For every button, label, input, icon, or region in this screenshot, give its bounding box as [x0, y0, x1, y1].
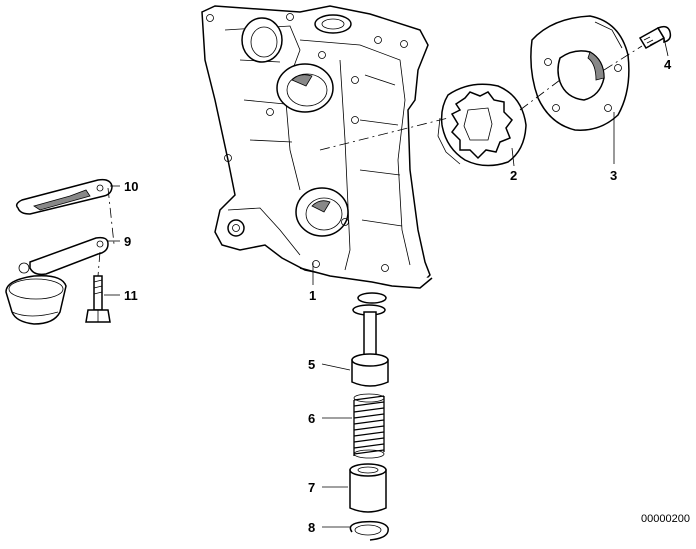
label-4: 4	[664, 57, 672, 72]
label-8: 8	[308, 520, 315, 535]
label-6: 6	[308, 411, 315, 426]
label-5: 5	[308, 357, 315, 372]
gasket-part-10	[15, 178, 113, 215]
bolt-part-11	[85, 275, 111, 323]
pump-rotor-part-2	[437, 83, 527, 167]
oil-pickup-part-9	[5, 236, 109, 325]
pump-housing-part-1	[201, 5, 433, 289]
label-11: 11	[124, 288, 138, 303]
label-10: 10	[124, 179, 138, 194]
label-7: 7	[308, 480, 315, 495]
relief-plunger	[352, 292, 387, 359]
circlip-part-8	[349, 520, 389, 541]
sleeve-part-7	[349, 463, 387, 513]
assembly-axis-lines	[97, 45, 643, 277]
label-3: 3	[610, 168, 617, 183]
label-9: 9	[124, 234, 131, 249]
pump-cover-part-3	[530, 15, 630, 131]
diagram-code: 00000200	[641, 513, 690, 525]
leader-lines	[104, 37, 669, 528]
part-labels: 1 2 3 4 5 6 7 8 9 10 11 00000200	[124, 57, 690, 535]
spring-part-6	[353, 393, 385, 459]
piston-part-5	[351, 353, 389, 387]
label-1: 1	[309, 288, 316, 303]
label-2: 2	[510, 168, 517, 183]
